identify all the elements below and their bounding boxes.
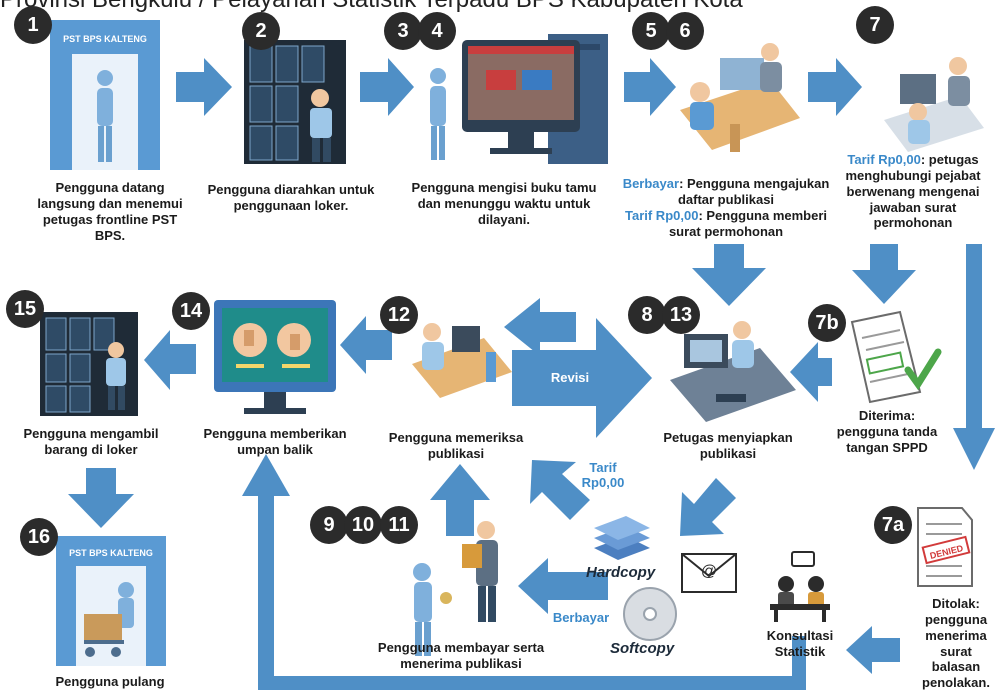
caption-step-14: Pengguna memberikan umpan balik <box>203 426 347 457</box>
step-badge-14: 14 <box>172 292 210 330</box>
desk-13-illustration <box>670 321 796 422</box>
konsultasi-illustration <box>770 551 830 622</box>
step-badge-6: 6 <box>666 12 704 50</box>
caption-step-6-hl2: Tarif Rp0,00 <box>624 207 699 223</box>
step-badge-5: 5 <box>632 12 670 50</box>
hardcopy-icon <box>594 516 650 560</box>
softcopy-icon <box>623 587 677 641</box>
step-badge-1: 1 <box>14 6 52 44</box>
doorway-16-illustration <box>56 536 166 666</box>
caption-step-11: Pengguna membayar serta menerima publika… <box>377 640 545 671</box>
caption-step-7-text: : petugas menghubungi pejabat berwenang … <box>845 152 981 231</box>
arrow-8-to-12 <box>504 298 576 356</box>
document-7b-illustration <box>850 310 942 404</box>
caption-step-13: Petugas menyiapkan publikasi <box>663 430 793 461</box>
caption-step-6-text2: : Pengguna memberi surat permohonan <box>668 207 828 239</box>
arrow-6-down <box>692 244 766 306</box>
arrow-to-email <box>680 478 736 536</box>
label-hardcopy: Hardcopy <box>586 564 656 581</box>
locker-2-illustration <box>244 40 346 164</box>
step-badge-7b: 7b <box>808 304 846 342</box>
doorway-1-illustration <box>50 20 160 170</box>
feedback-monitor-14-illustration <box>214 300 336 414</box>
step-badge-11: 11 <box>380 506 418 544</box>
sign-16: PST BPS KALTENG <box>69 548 153 558</box>
arrow-2-to-3 <box>360 58 414 116</box>
label-berbayar: Berbayar <box>552 610 610 625</box>
locker-15-illustration <box>40 312 138 416</box>
revisi-label: Revisi <box>551 370 589 385</box>
payment-11-illustration <box>413 521 498 656</box>
caption-step-4: Pengguna mengisi buku tamu dan menunggu … <box>411 180 597 227</box>
step-badge-8: 8 <box>628 296 666 334</box>
arrow-15-to-16 <box>68 468 134 528</box>
arrow-4-to-5 <box>624 58 676 116</box>
caption-step-7a: Ditolak: pengguna menerima surat balasan… <box>922 596 990 691</box>
arrow-14-to-15 <box>144 330 196 390</box>
step-badge-12: 12 <box>380 296 418 334</box>
desk-12-illustration <box>412 323 512 398</box>
step-badge-16: 16 <box>20 518 58 556</box>
email-icon: @ <box>681 553 737 593</box>
label-tarif: Tarif Rp0,00 <box>581 460 625 490</box>
arrow-11-to-12 <box>430 464 490 536</box>
officer-7-illustration <box>884 57 984 152</box>
loop-head <box>242 454 290 496</box>
page-title: Provinsi Bengkulu / Pelayanan Statistik … <box>0 0 996 14</box>
caption-step-16: Pengguna pulang <box>55 674 165 689</box>
arrow-7-long-head <box>953 428 995 470</box>
arrow-1-to-2 <box>176 58 232 116</box>
loop-left <box>258 494 274 690</box>
label-softcopy: Softcopy <box>610 640 675 657</box>
caption-step-7b: Diterima: pengguna tanda tangan SPPD <box>836 408 938 455</box>
step-badge-9: 9 <box>310 506 348 544</box>
caption-step-7: Tarif Rp0,00: petugas menghubungi pejaba… <box>830 152 996 231</box>
loop-right <box>792 636 806 690</box>
document-7a-illustration <box>917 507 973 587</box>
caption-step-2: Pengguna diarahkan untuk penggunaan loke… <box>207 182 375 213</box>
step-badge-3: 3 <box>384 12 422 50</box>
step-badge-10: 10 <box>344 506 382 544</box>
arrow-tarif-diag <box>530 460 590 520</box>
step-badge-7: 7 <box>856 6 894 44</box>
step-badge-7a: 7a <box>874 506 912 544</box>
computer-4-illustration <box>430 34 608 164</box>
caption-step-6-text1: : Pengguna mengajukan daftar publikasi <box>677 176 830 207</box>
step-badge-2: 2 <box>242 12 280 50</box>
caption-step-6: Berbayar: Pengguna mengajukan daftar pub… <box>622 176 830 239</box>
arrow-berbayar <box>518 558 608 614</box>
caption-step-7-hl: Tarif Rp0,00 <box>847 152 921 167</box>
arrow-7-down <box>852 244 916 304</box>
arrow-7b-to-8 <box>790 342 832 402</box>
caption-step-6-hl1: Berbayar <box>622 176 680 191</box>
caption-step-15: Pengguna mengambil barang di loker <box>23 426 159 457</box>
step-badge-4: 4 <box>418 12 456 50</box>
caption-step-1: Pengguna datang langsung dan menemui pet… <box>37 180 183 243</box>
desk-6-illustration <box>680 43 800 152</box>
sign-1: PST BPS KALTENG <box>63 34 147 44</box>
arrow-12-to-14 <box>340 316 392 374</box>
step-badge-15: 15 <box>6 290 44 328</box>
loop-bottom <box>262 676 806 690</box>
arrow-revisi <box>512 318 652 438</box>
arrow-7a-to-konsultasi <box>846 626 900 674</box>
svg-text:@: @ <box>701 563 717 580</box>
caption-konsultasi: Konsultasi Statistik <box>766 628 834 659</box>
caption-step-12: Pengguna memeriksa publikasi <box>388 430 524 461</box>
step-badge-13: 13 <box>662 296 700 334</box>
arrow-7-long-shaft <box>966 244 982 430</box>
arrow-6-to-7 <box>808 58 862 116</box>
